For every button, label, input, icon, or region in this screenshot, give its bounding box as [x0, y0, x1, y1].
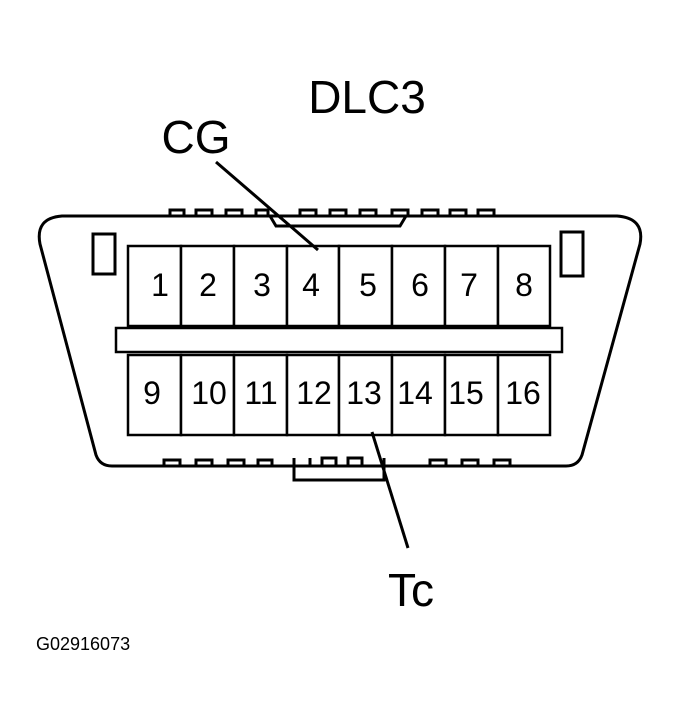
- pin-6-label: 6: [411, 267, 429, 303]
- connector-title: DLC3: [308, 71, 426, 123]
- pin-4-label: 4: [302, 267, 320, 303]
- tc-label: Tc: [388, 564, 434, 616]
- center-divider-bar: [114, 326, 564, 354]
- pin-cell: [179, 244, 236, 328]
- pin-14-label: 14: [397, 375, 433, 411]
- pin-cell: [496, 353, 552, 437]
- bottom-pin-row: [126, 353, 552, 437]
- pin-12-label: 12: [296, 375, 332, 411]
- pin-cell: [337, 353, 394, 437]
- figure-code: G02916073: [36, 634, 130, 654]
- pin-9-label: 9: [143, 375, 161, 411]
- top-pin-row: [126, 244, 552, 328]
- pin-13-label: 13: [346, 375, 382, 411]
- pin-2-label: 2: [199, 267, 217, 303]
- right-latch-tab: [559, 230, 585, 278]
- pin-cell: [443, 353, 500, 437]
- pin-11-label: 11: [244, 375, 277, 411]
- pin-1-label: 1: [151, 267, 169, 303]
- pin-cell: [390, 244, 447, 328]
- pin-15-label: 15: [448, 375, 484, 411]
- cg-leader-line: [215, 160, 319, 252]
- pin-3-label: 3: [253, 267, 271, 303]
- pin-cell: [126, 244, 183, 328]
- pin-cell: [179, 353, 236, 437]
- pin-16-label: 16: [505, 375, 541, 411]
- pin-cell: [496, 244, 552, 328]
- left-latch-tab: [91, 232, 117, 276]
- pin-cell: [337, 244, 394, 328]
- cg-label: CG: [162, 111, 231, 163]
- tc-leader-line: [370, 431, 410, 549]
- pin-cell: [232, 353, 289, 437]
- pin-7-label: 7: [460, 267, 478, 303]
- pin-cell: [232, 244, 289, 328]
- top-key-notches: [168, 208, 496, 228]
- pin-cell: [443, 244, 500, 328]
- pin-10-label: 10: [191, 375, 227, 411]
- pin-5-label: 5: [359, 267, 377, 303]
- pin-8-label: 8: [515, 267, 533, 303]
- pin-cell: [126, 353, 183, 437]
- pin-cell: [390, 353, 447, 437]
